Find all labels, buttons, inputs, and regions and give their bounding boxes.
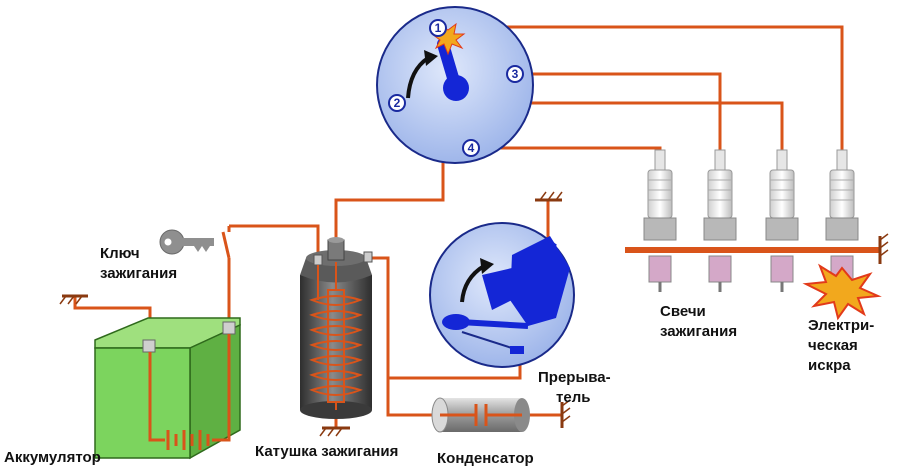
breaker-arm <box>510 236 570 326</box>
spark-plug-3 <box>765 149 799 292</box>
svg-text:4: 4 <box>468 141 475 155</box>
spark-plug-1 <box>643 149 677 292</box>
battery-side <box>189 323 241 460</box>
svg-text:2: 2 <box>394 96 401 110</box>
key-icon <box>159 229 214 255</box>
battery-front <box>94 347 191 459</box>
label-breaker-line2: тель <box>556 389 590 406</box>
ground-icon <box>560 399 571 428</box>
spark-plug-2 <box>703 149 737 292</box>
coil-windings <box>309 262 363 410</box>
label-key-line1: Ключ <box>100 245 140 262</box>
ground-icon <box>319 426 350 437</box>
coil-body <box>300 275 372 410</box>
distributor-contact-1: 1 <box>429 19 447 37</box>
labels: Аккумулятор Ключ зажигания Катушка зажиг… <box>4 245 874 467</box>
ground-icon <box>59 294 88 305</box>
wire-contact-4 <box>472 146 662 150</box>
battery-terminal-positive <box>222 321 236 335</box>
distributor-contact-4: 4 <box>462 139 480 157</box>
spark-icon <box>802 263 882 321</box>
breaker <box>429 222 575 368</box>
ground-icon <box>878 233 889 264</box>
ignition-coil <box>300 237 373 419</box>
label-coil: Катушка зажигания <box>255 443 398 460</box>
svg-text:1: 1 <box>435 21 442 35</box>
wire-contact-1 <box>448 25 844 150</box>
key-switch <box>221 226 231 259</box>
distributor: 1 2 3 4 <box>376 6 534 164</box>
spark-plugs <box>643 149 882 321</box>
rotation-arrow-icon <box>460 258 494 303</box>
ground-icon <box>535 191 563 202</box>
distributor-contact-3: 3 <box>506 65 524 83</box>
rotation-arrow-icon <box>406 50 438 99</box>
condenser <box>431 397 530 433</box>
label-breaker-line1: Прерыва- <box>538 369 611 386</box>
battery-cells <box>148 334 231 450</box>
battery <box>94 317 241 460</box>
label-key-line2: зажигания <box>100 265 177 282</box>
label-battery: Аккумулятор <box>4 449 101 466</box>
distributor-contact-2: 2 <box>388 94 406 112</box>
label-spark-line2: ческая <box>808 337 858 354</box>
wire-contact-3 <box>516 72 722 150</box>
label-spark-line3: искра <box>808 357 851 374</box>
ignition-key <box>159 226 231 259</box>
breaker-contact-lever <box>442 314 529 354</box>
label-condenser: Конденсатор <box>437 450 534 467</box>
distributor-rotor <box>437 38 469 101</box>
label-plugs-line2: зажигания <box>660 323 737 340</box>
wire-key-to-coil <box>229 224 320 265</box>
label-spark-line1: Электри- <box>808 317 874 334</box>
label-plugs-line1: Свечи <box>660 303 706 320</box>
svg-text:3: 3 <box>512 67 519 81</box>
battery-terminal-negative <box>142 339 156 353</box>
ground-symbols <box>59 191 889 437</box>
wire-coil-to-condenser <box>386 378 440 417</box>
